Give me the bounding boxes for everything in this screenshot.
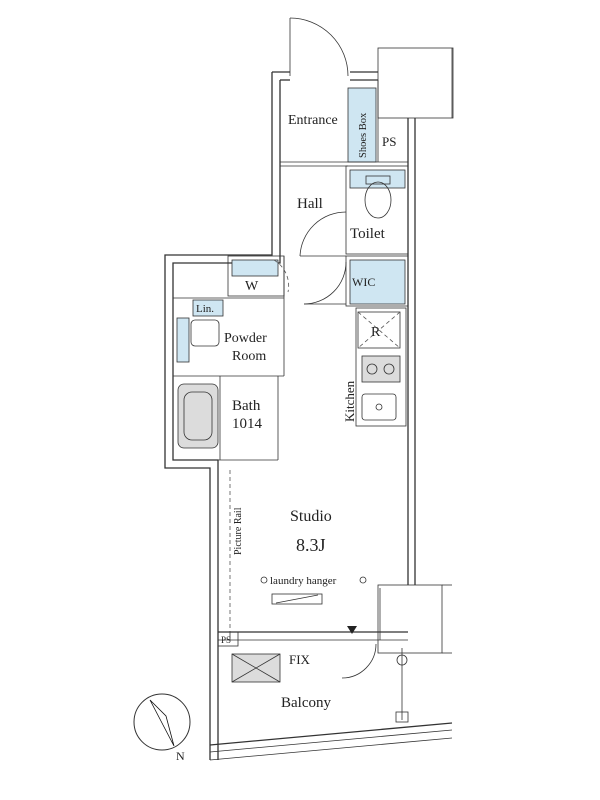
interior-partitions xyxy=(173,80,409,461)
label-wic: WIC xyxy=(352,275,375,289)
label-bath-size: 1014 xyxy=(232,416,263,432)
kitchen-block xyxy=(355,307,407,427)
studio-area xyxy=(229,470,381,640)
balcony xyxy=(209,648,453,761)
label-entrance: Entrance xyxy=(288,113,338,128)
label-ps-bottom: PS xyxy=(221,635,231,645)
label-fix: FIX xyxy=(289,652,311,667)
toilet-fixture xyxy=(364,175,392,219)
label-balcony: Balcony xyxy=(281,695,331,711)
label-laundry-hanger: laundry hanger xyxy=(270,575,337,587)
label-studio-size: 8.3J xyxy=(296,535,326,555)
label-powder-room-1: Powder xyxy=(224,331,267,346)
label-shoes-box: Shoes Box xyxy=(358,112,369,158)
entrance-door xyxy=(289,17,349,77)
label-bath: Bath xyxy=(232,398,261,414)
interior-doors xyxy=(273,211,347,305)
label-hall: Hall xyxy=(297,196,323,212)
shoes-box xyxy=(347,87,377,163)
label-w: W xyxy=(245,279,259,294)
compass-icon: N xyxy=(133,693,191,763)
label-r: R xyxy=(371,325,381,340)
label-ps-top: PS xyxy=(382,134,396,149)
entry-arrow-icon xyxy=(347,626,357,634)
compass-north-label: N xyxy=(176,749,185,763)
label-powder-room-2: Room xyxy=(232,349,266,364)
label-studio: Studio xyxy=(290,508,332,525)
label-picture-rail: Picture Rail xyxy=(233,507,244,555)
window-line xyxy=(217,626,408,679)
label-lin: Lin. xyxy=(196,303,214,315)
label-kitchen: Kitchen xyxy=(342,380,357,422)
label-toilet: Toilet xyxy=(350,226,386,242)
